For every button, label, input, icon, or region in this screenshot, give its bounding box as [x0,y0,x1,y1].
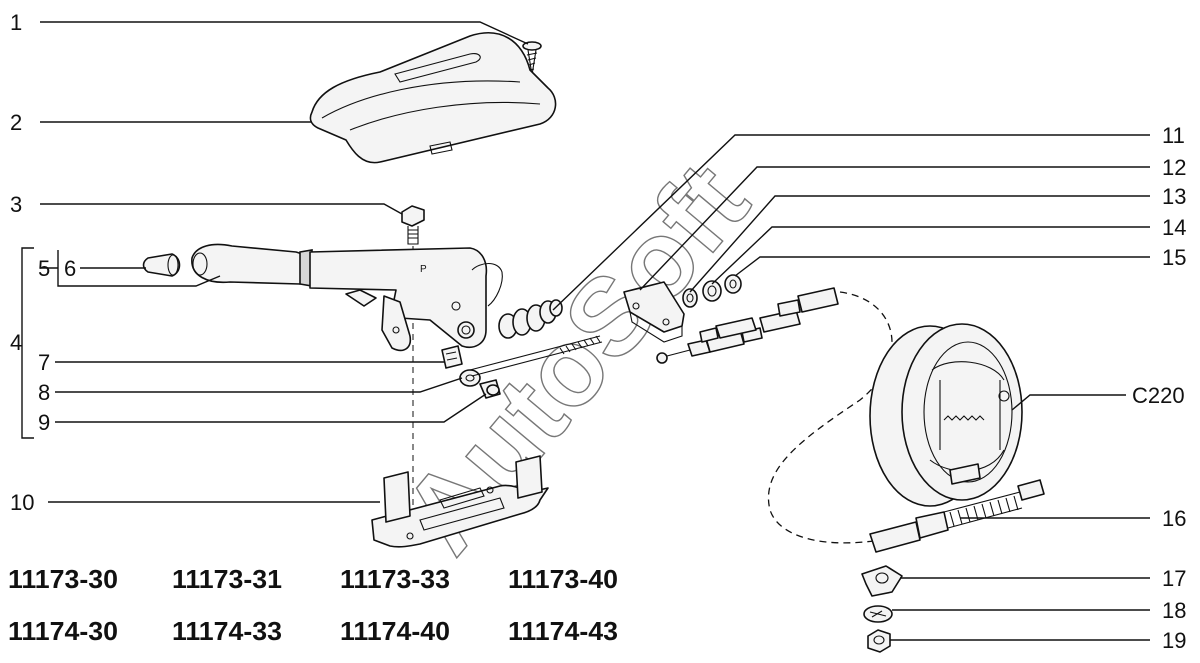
model-number: 11173-31 [172,564,282,594]
callout-1: 1 [10,10,22,35]
model-number: 11174-33 [172,616,282,646]
part-equalizer-plate [623,281,685,343]
callout-7: 7 [38,350,50,375]
model-number: 11174-43 [508,616,618,646]
part-pin [479,379,501,399]
part-bolt [401,205,425,245]
callout-14: 14 [1162,215,1186,240]
model-number: 11174-40 [340,616,450,646]
part-rear-cables [656,287,839,364]
part-washer-18 [863,605,893,623]
part-lever-handle: P [191,243,503,352]
callout-10: 10 [10,490,34,515]
part-nut-15 [724,274,742,294]
model-number-list: 11173-30 11173-31 11173-33 11173-40 1117… [8,564,618,646]
part-rubber-boot [498,299,563,339]
callout-2: 2 [10,110,22,135]
callout-18: 18 [1162,598,1186,623]
callout-13: 13 [1162,184,1186,209]
part-washer-13 [682,288,698,308]
callout-6: 6 [64,256,76,281]
part-rear-brake-assembly [869,323,1023,507]
model-number: 11174-30 [8,616,118,646]
callout-4: 4 [10,330,22,355]
model-number: 11173-40 [508,564,618,594]
part-base-bracket [371,455,549,548]
part-washer [459,369,481,387]
callout-17: 17 [1162,566,1186,591]
callout-labels: 1 2 3 5 6 4 7 8 9 10 11 12 13 14 15 C220… [10,10,1186,653]
part-clip [441,345,463,369]
callout-16: 16 [1162,506,1186,531]
part-nut-14 [702,280,722,302]
callout-c220: C220 [1132,383,1185,408]
callout-3: 3 [10,192,22,217]
model-number: 11173-33 [340,564,450,594]
part-rear-cable-end [869,479,1045,553]
callout-9: 9 [38,410,50,435]
part-nut-19 [867,629,891,653]
callout-8: 8 [38,380,50,405]
part-lever-cover [309,32,557,164]
leader-lines [21,21,1150,641]
callout-11: 11 [1162,123,1185,148]
cable-route [767,291,893,544]
model-number: 11173-30 [8,564,118,594]
callout-12: 12 [1162,155,1186,180]
callout-15: 15 [1162,245,1186,270]
callout-19: 19 [1162,628,1186,653]
part-front-rod [469,335,603,377]
callout-5: 5 [38,256,50,281]
part-bracket-17 [861,565,903,597]
lever-mark: P [420,264,427,275]
part-lever-button [142,253,181,277]
